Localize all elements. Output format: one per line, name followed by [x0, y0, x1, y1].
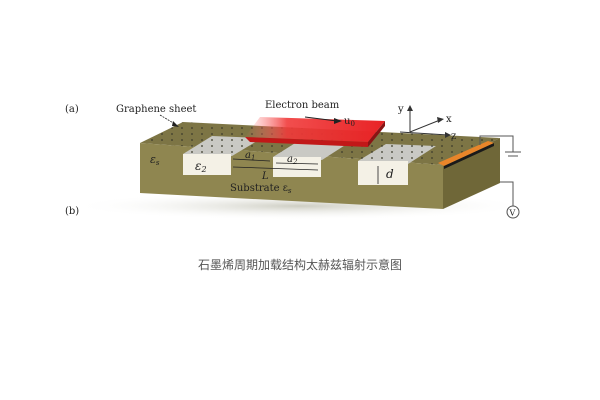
velocity-label: u0 [344, 116, 355, 128]
graphene-strip-1-dots [183, 136, 262, 156]
electron-beam-label: Electron beam [265, 100, 340, 111]
a1-label: a1 [245, 150, 255, 162]
substrate-label: Substrate εs [230, 183, 292, 195]
velocity-arrow [304, 116, 338, 122]
coordinate-axes [399, 105, 451, 138]
groove-epsilon2 [183, 154, 231, 175]
panel-label-b: (b) [65, 206, 79, 217]
electron-beam [245, 117, 385, 147]
axis-y-label: y [397, 104, 404, 115]
figure-caption: 石墨烯周期加载结构太赫兹辐射示意图 [197, 258, 402, 272]
velocity-arrowhead [334, 118, 342, 124]
epsilon-2-label: ε2 [195, 159, 207, 174]
substrate-side [443, 138, 500, 209]
circuit [479, 135, 521, 219]
d-label: d [386, 167, 394, 181]
axis-z-label: z [451, 131, 456, 142]
axis-x-label: x [446, 114, 452, 125]
graphene-pointer-head [172, 121, 179, 127]
groove-a2 [273, 157, 321, 177]
voltmeter-label: V [509, 209, 516, 218]
graphene-sheet-label: Graphene sheet [116, 104, 196, 115]
voltmeter-icon [506, 205, 520, 219]
panel-label-a: (a) [65, 104, 79, 115]
electrode [438, 141, 494, 169]
L-label: L [261, 171, 269, 182]
dimension-arrows [232, 158, 379, 184]
epsilon-s-left-label: εs [150, 153, 160, 167]
groove-d [358, 161, 408, 185]
a2-label: a2 [287, 154, 298, 166]
graphene-strip-3-dots [358, 144, 436, 164]
